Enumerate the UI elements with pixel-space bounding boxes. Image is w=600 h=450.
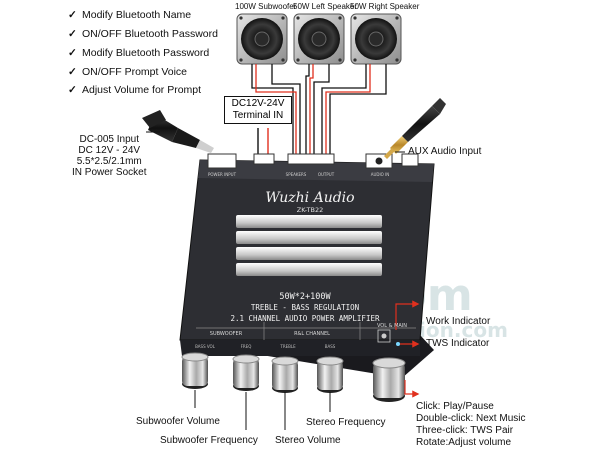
terminal-line2: Terminal IN (232, 110, 284, 121)
knob-stereo-frequency (316, 356, 344, 393)
feature-item: ✓ Modify Bluetooth Name (68, 9, 191, 21)
check-icon: ✓ (68, 28, 77, 40)
indicator-arrows (395, 300, 420, 398)
action-line: Click: Play/Pause (416, 401, 494, 412)
board-knob-label: FREQ (241, 344, 252, 349)
board-top-label: AUDIO IN (371, 172, 390, 177)
terminal-wires (257, 128, 269, 156)
feature-label: Adjust Volume for Prompt (82, 84, 202, 96)
speaker-label-left: 50W Left Speaker (293, 2, 358, 11)
work-indicator-label: Work Indicator (426, 316, 491, 327)
feature-label: ON/OFF Bluetooth Password (82, 28, 218, 40)
knob-subwoofer-frequency (232, 354, 260, 391)
dc-input-line: 5.5*2.5/2.1mm (76, 156, 142, 167)
speaker-wires (251, 64, 387, 156)
callout-lines (146, 131, 405, 430)
feature-item: ✓ ON/OFF Bluetooth Password (68, 28, 218, 40)
feature-label: Modify Bluetooth Name (82, 9, 192, 21)
board-top-label: SPEAKERS (286, 172, 307, 177)
speaker-subwoofer (236, 13, 288, 65)
board-knob-label: BASS VOL (195, 344, 216, 349)
check-icon: ✓ (68, 47, 77, 59)
feature-label: Modify Bluetooth Password (82, 47, 210, 59)
board-power-line: 50W*2+100W (279, 292, 331, 302)
action-line: Double-click: Next Music (416, 413, 526, 424)
aux-input-label: AUX Audio Input (408, 146, 482, 157)
action-line: Three-click: TWS Pair (416, 425, 514, 436)
subwoofer-frequency-label: Subwoofer Frequency (160, 435, 258, 446)
speaker-right (350, 13, 402, 65)
board-model: ZK-TB22 (297, 206, 323, 214)
check-icon: ✓ (68, 84, 77, 96)
board-top-label: OUTPUT (318, 172, 335, 177)
knob-stereo-volume (271, 356, 299, 393)
feature-item: ✓ Adjust Volume for Prompt (68, 84, 201, 96)
check-icon: ✓ (68, 66, 77, 78)
stereo-volume-label: Stereo Volume (275, 435, 341, 446)
board-top-label: POWER INPUT (208, 172, 237, 177)
check-icon: ✓ (68, 9, 77, 21)
stereo-frequency-label: Stereo Frequency (306, 417, 386, 428)
board-section-vol: VOL & MAIN (377, 323, 407, 329)
action-line: Rotate:Adjust volume (416, 437, 512, 448)
board-section-rl: R&L CHANNEL (294, 331, 330, 337)
board-line2: TREBLE - BASS REGULATION (251, 303, 359, 312)
tws-indicator-label: TWS Indicator (426, 338, 490, 349)
feature-item: ✓ Modify Bluetooth Password (68, 47, 209, 59)
dc-input-line: DC 12V - 24V (78, 145, 141, 156)
board-brand: Wuzhi Audio (265, 190, 354, 206)
feature-item: ✓ ON/OFF Prompt Voice (68, 66, 187, 78)
speaker-wires-red (255, 64, 371, 156)
speaker-label-right: 50W Right Speaker (350, 2, 420, 11)
dc-plug (142, 110, 214, 153)
speaker-label-subwoofer: 100W Subwoofer (235, 2, 297, 11)
board-knob-label: BASS (325, 344, 336, 349)
board-line3: 2.1 CHANNEL AUDIO POWER AMPLIFIER (230, 314, 379, 323)
speaker-left (293, 13, 345, 65)
dc-input-label: DC-005 Input DC 12V - 24V 5.5*2.5/2.1mm … (72, 134, 146, 178)
board-knob-label: TREBLE (279, 344, 296, 349)
main-knob-actions: Click: Play/Pause Double-click: Next Mus… (416, 401, 525, 449)
dc-input-line: DC-005 Input (79, 134, 139, 145)
terminal-input-box: DC12V-24V Terminal IN (224, 96, 292, 124)
feature-label: ON/OFF Prompt Voice (82, 66, 188, 78)
knob-subwoofer-volume (181, 352, 209, 389)
terminal-line1: DC12V-24V (231, 98, 285, 109)
aux-plug (384, 98, 446, 159)
board-section-sub: SUBWOOFER (210, 331, 243, 337)
subwoofer-volume-label: Subwoofer Volume (136, 416, 220, 427)
knob-main-volume (372, 357, 406, 402)
dc-input-line: IN Power Socket (72, 167, 147, 178)
